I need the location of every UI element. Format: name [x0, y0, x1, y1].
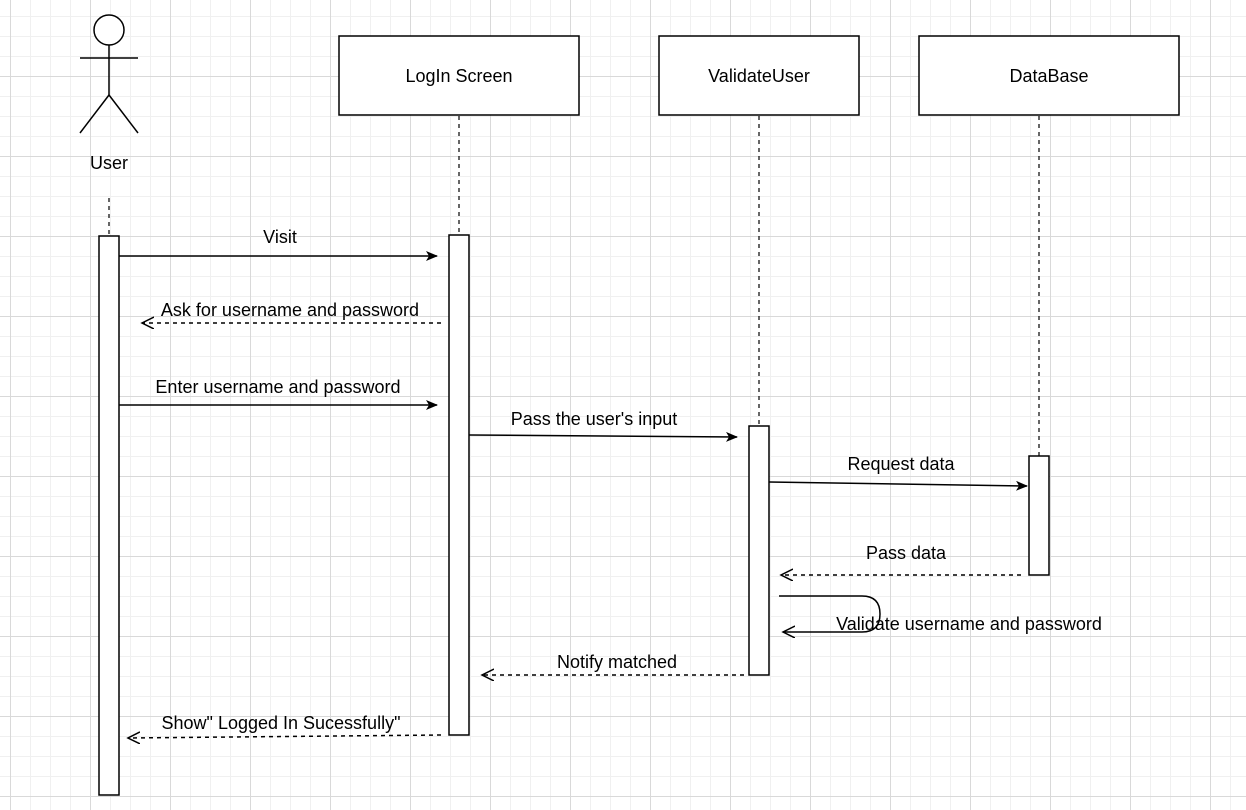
actor-label: User	[90, 153, 128, 173]
message-label: Enter username and password	[155, 377, 400, 397]
message-visit[interactable]: Visit	[119, 227, 438, 261]
activation-bar-validate-user[interactable]	[748, 425, 770, 676]
participant-database[interactable]: DataBase	[918, 35, 1180, 116]
participant-label: LogIn Screen	[405, 66, 512, 86]
message-label: Notify matched	[557, 652, 677, 672]
message-notify-matched[interactable]: Notify matched	[482, 652, 744, 675]
message-request-data[interactable]: Request data	[768, 454, 1028, 491]
message-label: Request data	[847, 454, 955, 474]
participant-login-screen[interactable]: LogIn Screen	[338, 35, 580, 116]
message-ask-credentials[interactable]: Ask for username and password	[142, 300, 441, 323]
message-show-success[interactable]: Show" Logged In Sucessfully"	[128, 713, 442, 738]
activation-bar-login-screen[interactable]	[448, 234, 470, 736]
message-validate-self[interactable]: Validate username and password	[779, 595, 1102, 634]
participant-label: DataBase	[1009, 66, 1088, 86]
stick-figure-icon	[79, 14, 139, 134]
message-label: Pass data	[866, 543, 947, 563]
participant-validate-user[interactable]: ValidateUser	[658, 35, 860, 116]
message-pass-data[interactable]: Pass data	[781, 543, 1021, 575]
message-pass-input[interactable]: Pass the user's input	[468, 409, 738, 442]
message-enter-credentials[interactable]: Enter username and password	[119, 377, 438, 410]
activation-bar-database[interactable]	[1028, 455, 1050, 576]
activation-bar-user[interactable]	[98, 235, 120, 796]
message-label: Show" Logged In Sucessfully"	[162, 713, 401, 733]
actor-user[interactable]: User	[79, 14, 139, 173]
message-label: Visit	[263, 227, 297, 247]
message-label: Pass the user's input	[511, 409, 678, 429]
message-label: Validate username and password	[836, 614, 1102, 634]
participant-label: ValidateUser	[708, 66, 810, 86]
message-label: Ask for username and password	[161, 300, 419, 320]
